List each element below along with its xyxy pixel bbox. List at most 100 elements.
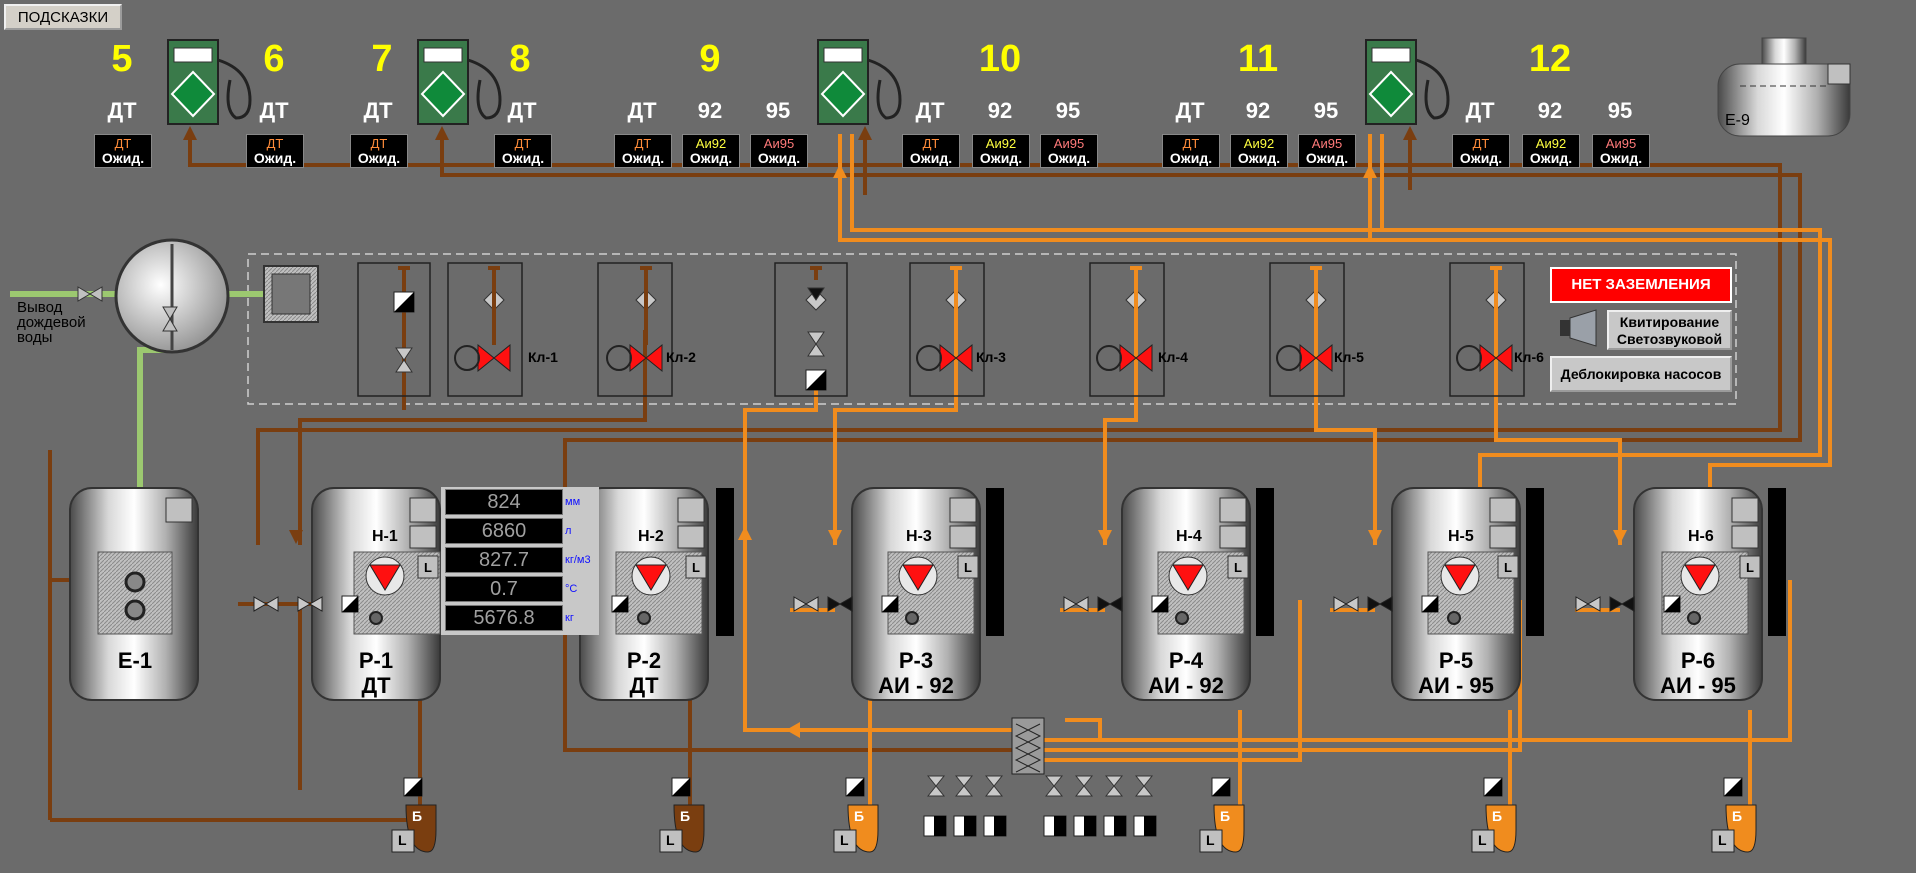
dispenser-number-6: 6: [263, 38, 285, 80]
status-fuel: Аи95: [1053, 136, 1085, 151]
tank-name: Р-5: [1438, 648, 1474, 673]
bottom-blocks: [923, 815, 1157, 837]
pump-label-n3[interactable]: Н-3: [906, 528, 932, 545]
tank-e9-label: Е-9: [1725, 112, 1750, 129]
level-icon[interactable]: L: [840, 832, 849, 848]
status-fuel: ДТ: [114, 136, 132, 151]
level-icon[interactable]: L: [692, 560, 700, 575]
pump-label-n5[interactable]: Н-5: [1448, 528, 1474, 545]
status-state: Ожид.: [757, 150, 801, 166]
tank-name: Р-4: [1168, 648, 1204, 673]
pipe-ends: [398, 266, 1502, 345]
hints-button[interactable]: ПОДСКАЗКИ: [4, 4, 122, 30]
level-value: 824: [445, 489, 563, 515]
dispenser-number-11: 11: [1237, 38, 1279, 80]
drain-label: Б: [412, 808, 423, 824]
fuel-label: ДТ: [363, 98, 393, 123]
temperature-value: 0.7: [445, 576, 563, 602]
status-fuel: ДТ: [922, 136, 940, 151]
status-fuel: ДТ: [1472, 136, 1490, 151]
status-fuel: Аи95: [763, 136, 795, 151]
grounding-alarm[interactable]: НЕТ ЗАЗЕМЛЕНИЯ: [1550, 267, 1732, 303]
level-icon[interactable]: L: [1504, 560, 1512, 575]
level-icon[interactable]: L: [1718, 832, 1727, 848]
tank-fuel: ДТ: [629, 673, 659, 698]
drain-pumps: [391, 777, 1757, 853]
tank-fuel: АИ - 95: [1418, 673, 1494, 698]
density-value: 827.7: [445, 547, 563, 573]
fuel-label: 95: [1313, 98, 1339, 123]
dispenser-number-10: 10: [978, 38, 1022, 80]
fuel-dispenser-11-12: [1365, 39, 1450, 125]
flow-arrows: [183, 126, 1417, 544]
level-icon[interactable]: L: [666, 832, 675, 848]
tank-name: Р-2: [626, 648, 662, 673]
status-state: Ожид.: [979, 150, 1023, 166]
fuel-dispenser-9-10: [817, 39, 902, 125]
petrol-pipes: [743, 134, 1832, 830]
status-state: Ожид.: [1459, 150, 1503, 166]
status-state: Ожид.: [357, 150, 401, 166]
fuel-label: ДТ: [259, 98, 289, 123]
acknowledge-button[interactable]: Квитирование Светозвуковой: [1607, 310, 1732, 350]
pump-label-n1[interactable]: Н-1: [372, 528, 398, 545]
status-state: Ожид.: [1599, 150, 1643, 166]
unlock-pumps-button[interactable]: Деблокировка насосов: [1550, 356, 1732, 392]
fuel-label: 92: [697, 98, 723, 123]
tank-fuel: АИ - 95: [1660, 673, 1736, 698]
valve-label-kl6[interactable]: Кл-6: [1514, 349, 1544, 365]
valve-group-frame: [247, 253, 1737, 405]
status-fuel: ДТ: [514, 136, 532, 151]
tank-name: Р-3: [898, 648, 934, 673]
drain-label: Б: [1220, 808, 1231, 824]
fuel-label: ДТ: [107, 98, 137, 123]
valve-label-kl5[interactable]: Кл-5: [1334, 349, 1364, 365]
tank-fuel: АИ - 92: [1148, 673, 1224, 698]
level-icon[interactable]: L: [1478, 832, 1487, 848]
fuel-label: 95: [765, 98, 791, 123]
mass-value: 5676.8: [445, 605, 563, 631]
fuel-label: ДТ: [1465, 98, 1495, 123]
status-state: Ожид.: [1169, 150, 1213, 166]
status-state: Ожид.: [1529, 150, 1573, 166]
fuel-label: ДТ: [1175, 98, 1205, 123]
status-fuel: Аи95: [1311, 136, 1343, 151]
valve-label-kl3[interactable]: Кл-3: [976, 349, 1006, 365]
pump-label-n2[interactable]: Н-2: [638, 528, 664, 545]
pump-label-n6[interactable]: Н-6: [1688, 528, 1714, 545]
valve-label-kl2[interactable]: Кл-2: [666, 349, 696, 365]
manifold: [1011, 717, 1045, 775]
level-icon[interactable]: L: [1746, 560, 1754, 575]
valve-label-kl4[interactable]: Кл-4: [1158, 349, 1188, 365]
status-state: Ожид.: [1237, 150, 1281, 166]
valve-label-kl1[interactable]: Кл-1: [528, 349, 558, 365]
level-icon[interactable]: L: [964, 560, 972, 575]
level-icon[interactable]: L: [1234, 560, 1242, 575]
level-sensors: [341, 595, 1701, 625]
level-icon[interactable]: L: [424, 560, 432, 575]
level-icon[interactable]: L: [398, 832, 407, 848]
volume-unit: л: [565, 525, 572, 537]
temperature-unit: °С: [565, 583, 578, 595]
drain-label: Б: [854, 808, 865, 824]
pump-label-n4[interactable]: Н-4: [1176, 528, 1202, 545]
status-fuel: Аи92: [1243, 136, 1275, 151]
level-icon[interactable]: L: [1206, 832, 1215, 848]
fuel-label: ДТ: [627, 98, 657, 123]
tank-label-e1[interactable]: Е-1: [100, 648, 170, 673]
level-unit: мм: [565, 496, 581, 508]
